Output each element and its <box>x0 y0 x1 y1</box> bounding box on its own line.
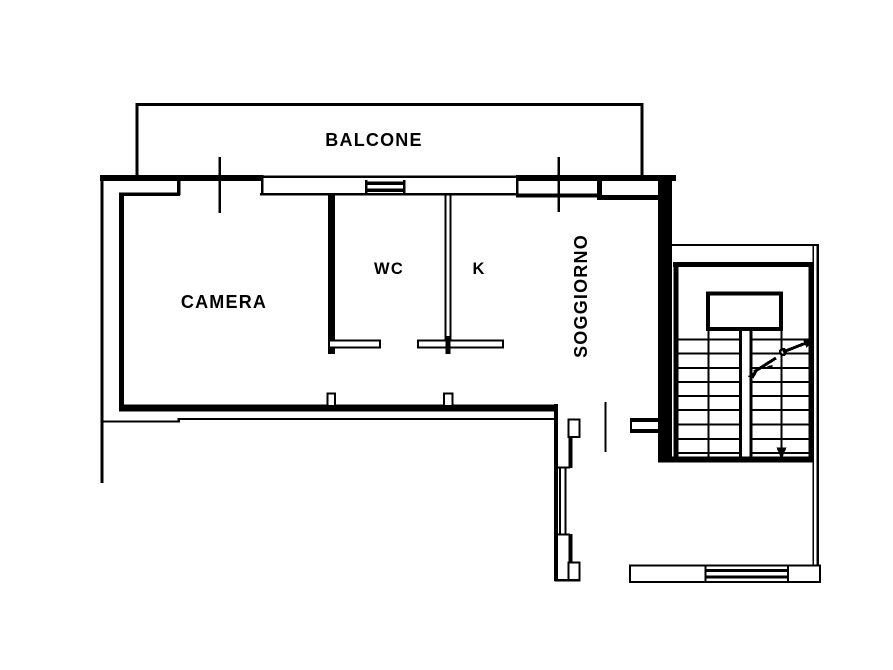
balcony-window <box>260 175 519 196</box>
top-wall <box>100 175 676 181</box>
door-threshold-k <box>416 339 505 349</box>
camera-label: CAMERA <box>181 292 267 312</box>
soggiorno-top-step <box>597 176 660 200</box>
wc-label: WC <box>374 260 404 278</box>
balcony-outline <box>135 103 644 176</box>
wall-wc-k <box>444 195 452 341</box>
soggiorno-right-wall <box>658 175 672 462</box>
camera-inner-walls <box>119 176 181 410</box>
entry-stub-wall <box>629 418 659 433</box>
stair-railing <box>739 329 753 457</box>
door-threshold-wc <box>327 339 382 349</box>
k-label: K <box>472 260 485 278</box>
soggiorno-label: SOGGIORNO <box>571 234 591 358</box>
side-window-wall <box>554 404 581 582</box>
stair-enclosure <box>658 244 819 565</box>
balcony-label: BALCONE <box>325 130 422 150</box>
bottom-wall-jamb-left <box>326 392 337 408</box>
stair-landing <box>706 291 783 331</box>
bottom-window-wall <box>628 564 822 584</box>
bottom-wall-jamb-right <box>442 392 454 408</box>
bottom-wall <box>102 404 557 423</box>
stair-direction-arrows <box>747 338 814 460</box>
